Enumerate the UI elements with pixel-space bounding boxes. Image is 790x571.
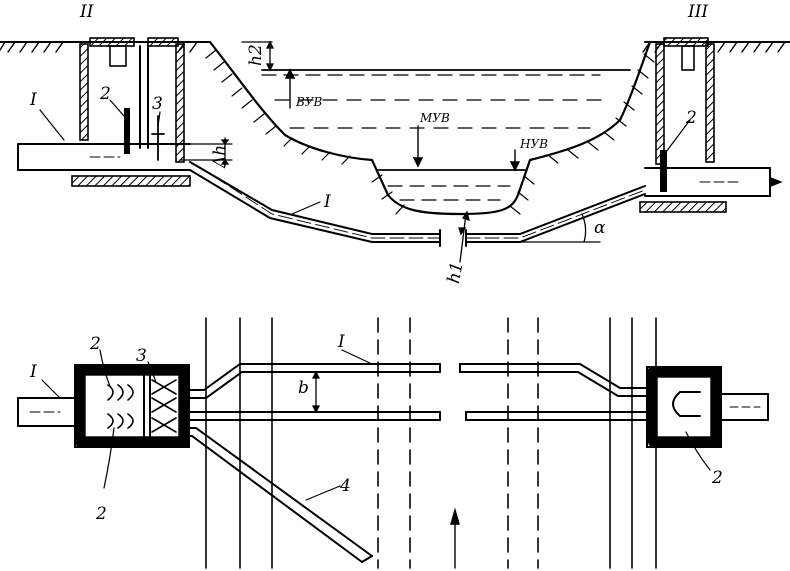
section-view xyxy=(0,37,790,263)
label-gate-plan-right: 2 xyxy=(712,468,723,488)
h2-dimension xyxy=(241,40,275,72)
left-well-chamber xyxy=(71,37,191,187)
label-nuv: НУВ xyxy=(520,137,548,151)
plan-left-valves xyxy=(151,379,177,433)
label-inlet-pipe-plan: I xyxy=(30,362,37,382)
plan-siphon-lower xyxy=(183,411,649,421)
label-h1: h1 xyxy=(444,260,468,286)
label-valve-section: 3 xyxy=(152,94,163,114)
label-alpha: α xyxy=(594,218,606,238)
high-water-level xyxy=(261,69,631,129)
label-gate-section-left: 2 xyxy=(100,84,111,104)
label-muv: МУВ xyxy=(420,111,450,125)
alpha-angle xyxy=(519,213,601,243)
plan-view xyxy=(17,99,769,569)
label-siphon-plan: I xyxy=(338,332,345,352)
label-well-ii: II xyxy=(80,2,94,22)
flow-direction-arrow xyxy=(450,507,460,569)
label-well-iii: III xyxy=(688,2,709,22)
h1-dimension xyxy=(458,210,470,263)
label-branch-plan: 4 xyxy=(340,476,351,496)
plan-right-gate xyxy=(672,391,701,417)
plan-leader-lines xyxy=(41,349,711,501)
b-dimension xyxy=(311,370,321,414)
outlet-pipe-section xyxy=(644,167,783,197)
plan-bank-lines-left xyxy=(205,317,273,569)
river-bed-profile xyxy=(208,40,652,216)
plan-left-gates xyxy=(107,384,134,429)
muv-arrow xyxy=(412,125,424,168)
label-h2: h2 xyxy=(246,44,266,66)
inlet-pipe-section xyxy=(17,143,191,171)
label-inlet-pipe-section: I xyxy=(30,90,37,110)
label-delta-h: Δh xyxy=(210,144,230,168)
siphon-pipe-section xyxy=(189,161,646,247)
plan-siphon-upper xyxy=(183,363,649,399)
vuv-arrow xyxy=(284,68,296,109)
nuv-arrow xyxy=(509,149,521,172)
plan-outlet-pipe xyxy=(720,393,769,421)
right-well-chamber xyxy=(639,37,727,213)
label-valve-plan: 3 xyxy=(136,346,147,366)
river-bank-hatching xyxy=(205,49,655,215)
label-gate-section-right: 2 xyxy=(686,108,697,128)
low-water-level xyxy=(377,169,526,201)
plan-left-chamber xyxy=(74,364,190,448)
label-gate-plan-bottom: 2 xyxy=(96,504,107,524)
plan-branch-pipe xyxy=(183,427,373,563)
label-gate-plan-top: 2 xyxy=(90,334,101,354)
plan-water-lines xyxy=(377,317,539,569)
plan-inlet-pipe xyxy=(17,397,81,427)
label-b: b xyxy=(298,378,309,398)
label-siphon-section: I xyxy=(324,192,331,212)
label-vuv: ВУВ xyxy=(296,95,323,109)
section-leader-lines xyxy=(39,99,691,215)
plan-right-chamber xyxy=(646,366,722,448)
